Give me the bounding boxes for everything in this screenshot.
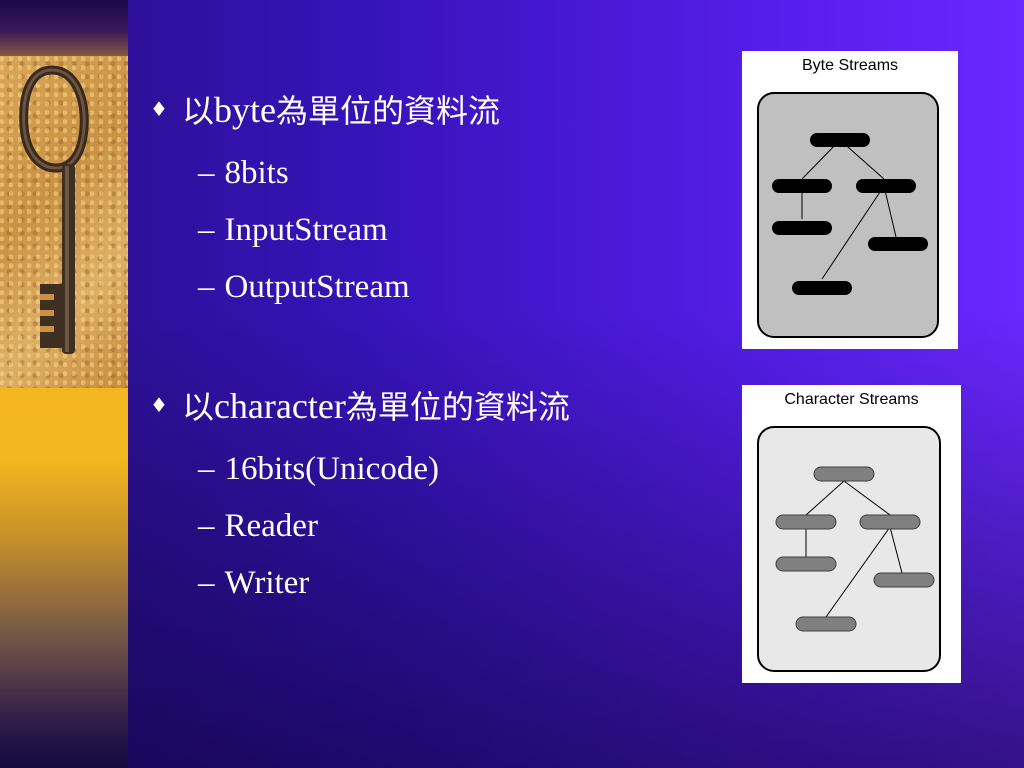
bullet-byte-stream: ♦ 以byte為單位的資料流	[150, 88, 500, 137]
sub-item: –8bits	[198, 155, 289, 191]
bullet-group-character: ♦ 以character為單位的資料流 –16bits(Unicode) –Re…	[150, 384, 570, 612]
bullet-suffix: 為單位的資料流	[345, 388, 570, 426]
tree-node	[772, 221, 832, 235]
tree-node	[795, 616, 857, 632]
sub-list-byte: –8bits –InputStream –OutputStream	[198, 145, 500, 316]
key-photo	[0, 56, 128, 388]
diagram-title: Character Streams	[784, 391, 919, 408]
sub-item: –OutputStream	[198, 269, 410, 305]
sub-item: –16bits(Unicode)	[198, 451, 439, 487]
bullet-keyword: byte	[213, 90, 276, 130]
diamond-icon: ♦	[150, 393, 168, 417]
bullet-keyword: character	[213, 386, 346, 426]
byte-streams-diagram: Byte Streams	[742, 51, 958, 349]
key-icon	[19, 65, 89, 354]
bullet-suffix: 為單位的資料流	[275, 92, 500, 130]
diamond-icon: ♦	[150, 97, 168, 121]
tree-node	[775, 556, 837, 572]
sub-list-character: –16bits(Unicode) –Reader –Writer	[198, 441, 570, 612]
sub-item: –Writer	[198, 565, 310, 601]
tree-node	[813, 466, 875, 482]
tree-node	[772, 179, 832, 193]
tree-node	[856, 179, 916, 193]
character-streams-diagram: Character Streams	[742, 385, 961, 683]
character-streams-tree	[757, 426, 941, 672]
bullet-character-stream: ♦ 以character為單位的資料流	[150, 384, 570, 433]
tree-node	[810, 133, 870, 147]
bullet-prefix: 以	[181, 92, 214, 130]
tree-node	[873, 572, 935, 588]
bullet-prefix: 以	[181, 388, 214, 426]
diagram-title: Byte Streams	[801, 57, 899, 74]
tree-node	[775, 514, 837, 530]
sub-item: –Reader	[198, 508, 318, 544]
tree-node	[859, 514, 921, 530]
bullet-group-byte: ♦ 以byte為單位的資料流 –8bits –InputStream –Outp…	[150, 88, 500, 316]
byte-streams-tree	[757, 92, 939, 338]
tree-node	[792, 281, 852, 295]
sub-item: –InputStream	[198, 212, 388, 248]
tree-node	[868, 237, 928, 251]
